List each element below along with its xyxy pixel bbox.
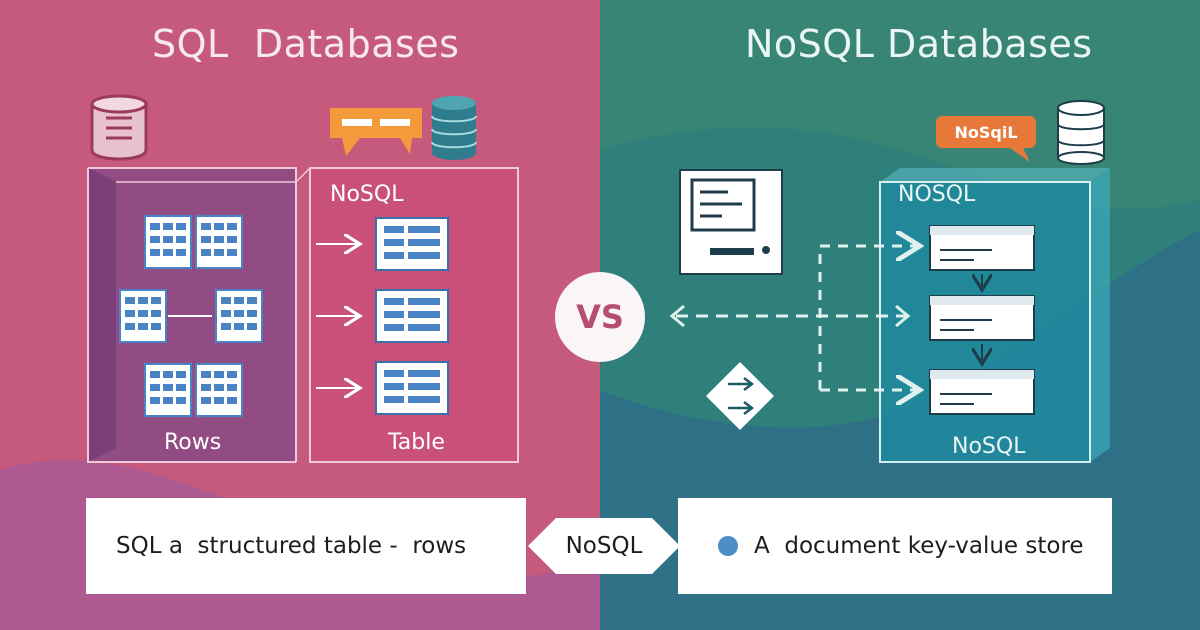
table-grid-icon bbox=[195, 363, 243, 417]
sql-rows-label: Rows bbox=[164, 430, 222, 455]
table-grid-icon bbox=[195, 215, 243, 269]
document-terminal-icon bbox=[679, 169, 783, 275]
dashed-connector bbox=[818, 246, 920, 390]
speech-bubble-icon bbox=[330, 108, 422, 156]
table-grid-icon bbox=[119, 289, 167, 343]
nosql-database-stack-icon bbox=[1057, 100, 1105, 165]
document-card-icon bbox=[929, 369, 1035, 415]
nosql-caption-text: A document key-value store bbox=[754, 533, 1084, 559]
nosql-bubble-text: NoSqiL bbox=[954, 122, 1018, 142]
database-cylinder-outline-icon bbox=[90, 94, 148, 161]
routing-diamond-icon bbox=[706, 362, 774, 430]
table-card-icon bbox=[375, 217, 449, 271]
left-arrow-icon bbox=[669, 304, 685, 328]
sql-table-box-header: NoSQL bbox=[330, 182, 404, 207]
database-stack-icon bbox=[431, 96, 477, 160]
document-card-icon bbox=[929, 295, 1035, 341]
nosql-title: NoSQL Databases bbox=[745, 22, 1093, 66]
document-card-icon bbox=[929, 225, 1035, 271]
nosql-caption-box: A document key-value store bbox=[678, 498, 1112, 594]
center-arrow-label: NoSQL bbox=[565, 533, 643, 559]
double-arrow-badge bbox=[528, 518, 680, 574]
vs-badge: VS bbox=[555, 272, 645, 362]
nosql-box-header: NOSQL bbox=[898, 182, 976, 207]
sql-caption-text: SQL a structured table - rows bbox=[116, 533, 467, 559]
table-card-icon bbox=[375, 361, 449, 415]
right-arrow-icon bbox=[895, 304, 911, 328]
table-card-icon bbox=[375, 289, 449, 343]
sql-table-label: Table bbox=[388, 430, 445, 455]
nosql-box-label: NoSQL bbox=[952, 434, 1026, 459]
table-grid-icon bbox=[144, 215, 192, 269]
sql-caption-box: SQL a structured table - rows bbox=[86, 498, 526, 594]
table-grid-icon bbox=[215, 289, 263, 343]
nosql-speech-bubble-icon bbox=[936, 116, 1036, 162]
table-grid-icon bbox=[144, 363, 192, 417]
bullet-dot-icon bbox=[718, 536, 738, 556]
sql-title: SQL Databases bbox=[152, 22, 460, 66]
nosql-top-wave bbox=[600, 0, 1200, 210]
